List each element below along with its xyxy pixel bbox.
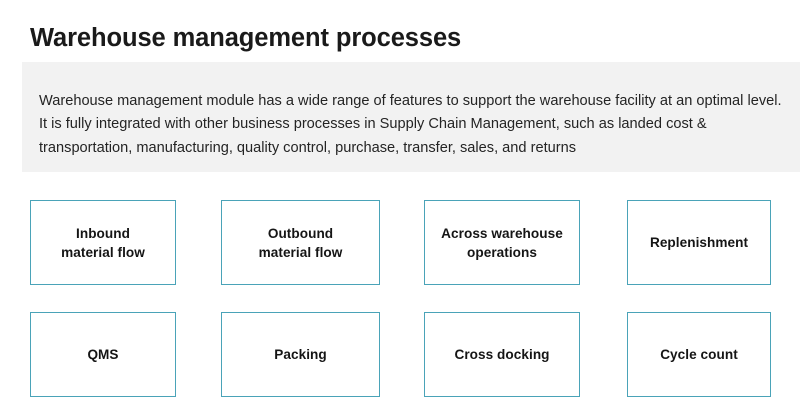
process-card-cross-docking[interactable]: Cross docking <box>424 312 580 397</box>
process-card-packing[interactable]: Packing <box>221 312 380 397</box>
process-card-label: Packing <box>274 347 327 362</box>
process-card-replenishment[interactable]: Replenishment <box>627 200 771 285</box>
process-card-row: QMS Packing Cross docking Cycle count <box>30 312 771 397</box>
process-card-cycle-count[interactable]: Cycle count <box>627 312 771 397</box>
grid-gap <box>176 312 221 397</box>
process-card-label: Cycle count <box>660 347 738 362</box>
process-card-label: Replenishment <box>649 235 749 250</box>
process-card-label: QMS <box>87 347 119 362</box>
grid-gap <box>380 200 424 285</box>
grid-gap <box>380 312 424 397</box>
grid-gap <box>176 200 221 285</box>
process-card-qms[interactable]: QMS <box>30 312 176 397</box>
grid-gap <box>580 200 627 285</box>
process-card-label: Cross docking <box>454 347 550 362</box>
page-title: Warehouse management processes <box>30 24 462 53</box>
intro-panel: Warehouse management module has a wide r… <box>22 62 800 172</box>
intro-description-text: Warehouse management module has a wide r… <box>39 92 782 156</box>
grid-gap <box>580 312 627 397</box>
